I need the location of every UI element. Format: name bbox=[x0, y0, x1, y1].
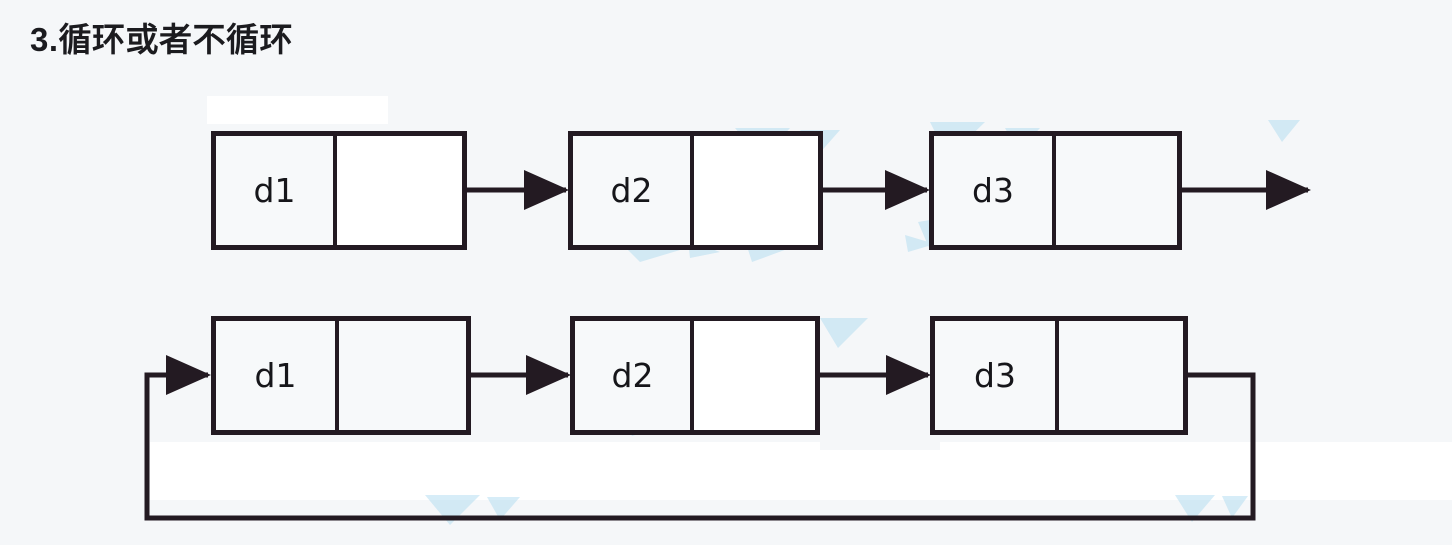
node-next-cell bbox=[694, 136, 818, 245]
node-next-cell bbox=[339, 321, 466, 430]
list-node[interactable]: d3 bbox=[929, 131, 1182, 250]
background-patch bbox=[0, 264, 1452, 318]
list-node[interactable]: d1 bbox=[211, 316, 471, 435]
node-data-cell: d3 bbox=[935, 321, 1060, 430]
list-node[interactable]: d1 bbox=[211, 131, 467, 250]
background-patch bbox=[388, 0, 1452, 124]
node-next-cell bbox=[337, 136, 462, 245]
background-patch bbox=[0, 500, 1452, 545]
node-next-cell bbox=[1059, 321, 1183, 430]
node-data-cell: d1 bbox=[216, 321, 340, 430]
node-next-cell bbox=[694, 321, 815, 430]
list-node[interactable]: d3 bbox=[930, 316, 1188, 435]
node-data-cell: d3 bbox=[934, 136, 1057, 245]
node-data-cell: d1 bbox=[216, 136, 338, 245]
node-next-cell bbox=[1056, 136, 1177, 245]
list-node[interactable]: d2 bbox=[568, 131, 823, 250]
background-patch bbox=[0, 0, 388, 96]
node-data-cell: d2 bbox=[573, 136, 695, 245]
node-data-cell: d2 bbox=[575, 321, 695, 430]
list-node[interactable]: d2 bbox=[570, 316, 820, 435]
page-title: 3.循环或者不循环 bbox=[30, 21, 294, 58]
background-patch bbox=[820, 300, 940, 450]
